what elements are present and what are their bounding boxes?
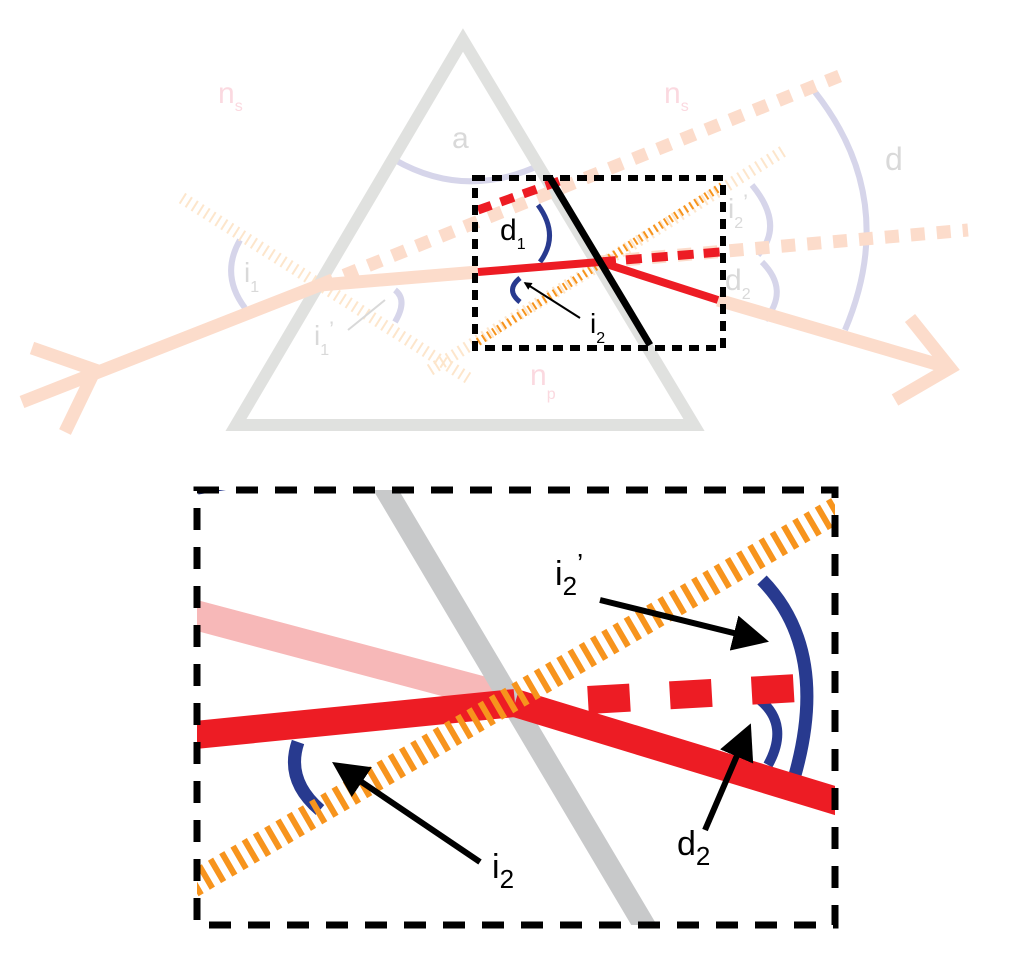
svg-text:d2: d2 [725,264,751,303]
apex-angle-arc [393,157,542,185]
i1-prime-arc [392,287,405,324]
d2-arc [756,696,783,768]
svg-text:i2’: i2’ [555,548,583,601]
i2-arc [288,739,325,815]
incident-ray-extension [317,68,845,292]
label-deviation: d [885,141,903,177]
internal-ray-continuation-dashed-detail [587,674,799,714]
i1-prime-pointer [347,299,386,331]
prism-triangle [225,28,705,431]
i2-pointer [523,282,581,319]
label-i2-prime: i [728,193,734,224]
d2-pointer [702,723,754,832]
svg-text:i1’: i1’ [314,317,334,359]
zoom-detail-box [193,486,839,929]
internal-ray-detail [197,689,517,749]
i2-prime-arc [757,575,814,777]
deviation-arc [812,90,870,332]
i2-prime-pointer [599,597,769,651]
internal-ray-continuation-dashed [599,247,721,267]
label-ns-right: n [664,77,681,110]
i2-arc-small [510,276,522,304]
detail-panel: i2’ i2 d2 [193,486,839,929]
label-i2: i [590,308,596,339]
emergent-ray-segment [598,258,720,304]
svg-text:i2’: i2’ [728,190,748,232]
prism-exit-surface [546,176,654,347]
label-i1: i [244,257,250,288]
label-apex-angle: a [452,122,469,155]
svg-text:i1: i1 [244,257,259,296]
label-d1: d [500,214,517,247]
d1-arc [535,203,552,264]
incident-arrowhead [29,341,105,435]
label-ns-left: n [218,77,235,110]
svg-text:i2: i2 [492,848,514,894]
svg-text:ns: ns [218,77,243,115]
label-i2-prime-detail: i [555,555,563,593]
i1-arc [228,238,248,310]
emergent-arrowhead [891,313,960,406]
incident-ray [19,265,479,409]
label-np: n [530,359,547,392]
normal-line-detail [197,496,835,897]
svg-text:i2: i2 [590,308,605,347]
svg-text:np: np [530,359,556,403]
svg-text:d1: d1 [500,214,526,253]
emergent-ray-detail [510,689,835,816]
zoom-region-box [472,175,726,351]
svg-text:d2: d2 [677,825,710,871]
pink-ray-band [197,600,519,715]
label-d2-detail: d [677,825,696,863]
internal-ray [477,258,601,276]
svg-text:ns: ns [664,77,689,115]
label-i1-prime: i [314,320,320,351]
i2-pointer-detail [332,761,482,865]
overview-panel: ns ns np a d i1 i1’ d1 i2 i2’ d2 [19,28,969,435]
emergent-ray [716,293,952,375]
label-d2: d [725,264,742,297]
label-i2-detail: i [492,848,500,886]
